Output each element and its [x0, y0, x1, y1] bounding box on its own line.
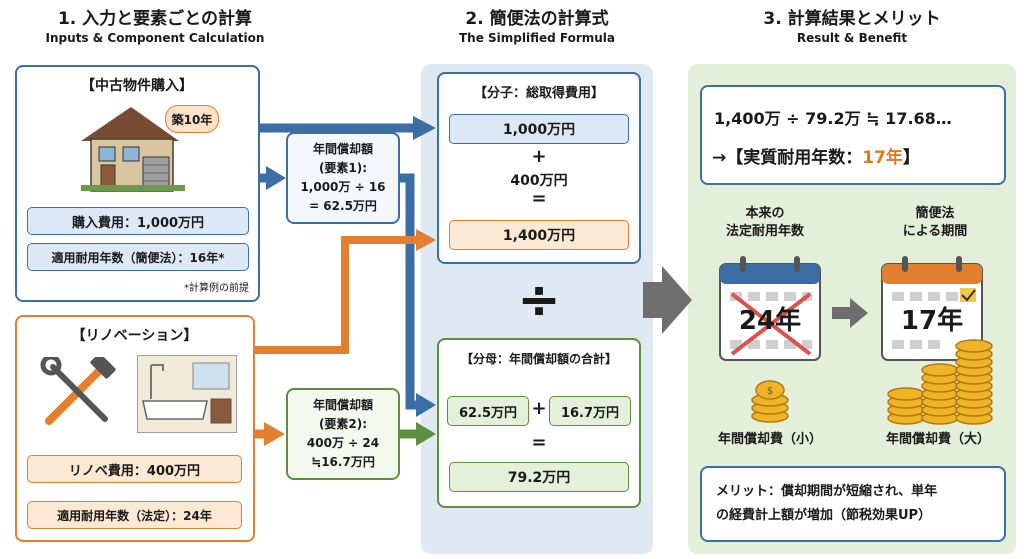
arrow-calc1-to-denominator [400, 173, 418, 410]
result-prefix: →【実質耐用年数： [712, 148, 863, 168]
column3-header: 3. 計算結果とメリット Result & Benefit [700, 8, 1004, 46]
used-property-title: 【中古物件購入】 [81, 78, 193, 94]
denominator-equals: = [531, 432, 547, 453]
coins-small-label: 年間償却費（小） [717, 432, 822, 447]
numerator-plus: + [531, 146, 547, 167]
left-caption-line1: 本来の [745, 206, 785, 221]
column3-title: 3. 計算結果とメリット [763, 9, 941, 29]
result-conclusion: →【実質耐用年数：17年】 [712, 143, 1006, 168]
renovation-cost-label: リノベ費用：400万円 [68, 463, 201, 479]
purchase-cost-label: 購入費用：1,000万円 [71, 215, 205, 231]
renovation-life: 適用耐用年数（法定）：24年 [27, 501, 242, 529]
house-icon [81, 107, 185, 192]
result-formula: 1,400万 ÷ 79.2万 ≒ 17.68… [714, 109, 952, 128]
denominator-card: 【分母：年間償却額の合計】 62.5万円 + 16.7万円 = 79.2万円 [437, 338, 641, 508]
column3-subtitle: Result & Benefit [796, 31, 908, 45]
calendar-simplified-icon [881, 256, 983, 361]
result-value: 17年 [862, 148, 903, 168]
numerator-term-a-label: 1,000万円 [502, 122, 576, 138]
merit-line2: の経費計上額が増加（節税効果UP） [716, 508, 932, 523]
calc2-line3: 400万 ÷ 24 [306, 436, 380, 450]
arrowhead-to-calc1 [266, 166, 286, 190]
denominator-term-a-label: 62.5万円 [458, 405, 518, 421]
calendar-simplified-value: 17年 [900, 305, 964, 336]
calc2-line2: (要素2): [318, 417, 368, 431]
big-transition-arrow [643, 266, 692, 334]
calc1-line2: (要素1): [318, 161, 368, 175]
tools-icon [40, 357, 116, 425]
column1-subtitle: Inputs & Component Calculation [45, 31, 265, 45]
denominator-term-a: 62.5万円 [447, 396, 529, 426]
calc2-box: 年間償却額 (要素2): 400万 ÷ 24 ≒16.7万円 [286, 388, 400, 480]
numerator-equals: = [531, 188, 547, 209]
calc1-box: 年間償却額 (要素1): 1,000万 ÷ 16 = 62.5万円 [286, 132, 400, 224]
arrowhead-calc2-to-denominator [416, 422, 436, 446]
right-caption-line2: による期間 [902, 224, 968, 239]
used-property-card: 【中古物件購入】 築10年 購入費用：1,000万円 適用耐用年数（簡便法）：1… [15, 65, 260, 302]
right-caption: 簡便法 による期間 [870, 205, 1000, 241]
arrowhead-reno-to-numerator [416, 229, 436, 251]
numerator-sum: 1,400万円 [449, 220, 629, 250]
calc2-line4: ≒16.7万円 [311, 455, 375, 469]
calc1-line3: 1,000万 ÷ 16 [300, 180, 386, 194]
column1-title: 1. 入力と要素ごとの計算 [57, 9, 253, 29]
denominator-term-b-label: 16.7万円 [560, 405, 620, 421]
merit-line1: メリット：償却期間が短縮され、単年 [716, 484, 938, 499]
calc1-line4: = 62.5万円 [309, 199, 377, 213]
calc1-line1: 年間償却額 [312, 142, 373, 156]
left-caption-line2: 法定耐用年数 [725, 224, 804, 239]
age-badge-label: 築10年 [171, 112, 213, 127]
assumption-note: *計算例の前提 [184, 283, 249, 294]
renovation-card: 【リノベーション】 リノベ費用：400万円 適用耐用年数（法定）：24年 [15, 315, 255, 542]
column1-header: 1. 入力と要素ごとの計算 Inputs & Component Calcula… [20, 8, 290, 46]
age-badge: 築10年 [165, 105, 219, 133]
numerator-title: 【分子：総取得費用】 [473, 86, 604, 101]
used-life-label: 適用耐用年数（簡便法）：16年* [51, 250, 225, 265]
renovation-cost: リノベ費用：400万円 [27, 455, 242, 483]
divide-sign: ÷ [517, 270, 561, 330]
column2-title: 2. 簡便法の計算式 [465, 9, 609, 29]
renovation-title: 【リノベーション】 [71, 328, 198, 344]
numerator-term-b: 400万円 [510, 173, 568, 189]
purchase-cost: 購入費用：1,000万円 [27, 207, 249, 235]
calendar-legal-icon [719, 256, 821, 361]
coins-large-label: 年間償却費（大） [885, 432, 990, 447]
denominator-sum: 79.2万円 [449, 462, 629, 492]
renovation-life-label: 適用耐用年数（法定）：24年 [57, 508, 212, 523]
denominator-plus: + [531, 398, 547, 419]
right-caption-line1: 簡便法 [915, 206, 955, 221]
coins-small-icon: $ [751, 380, 789, 423]
denominator-term-b: 16.7万円 [549, 396, 631, 426]
calc2-line1: 年間償却額 [312, 398, 373, 412]
arrow-reno-to-numerator [255, 236, 418, 354]
compare-arrow-icon [832, 298, 868, 328]
merit-card: メリット：償却期間が短縮され、単年 の経費計上額が増加（節税効果UP） [700, 466, 1006, 542]
arrowhead-cost-to-numerator [413, 116, 436, 140]
column2-subtitle: The Simplified Formula [458, 31, 616, 45]
result-suffix: 】 [902, 148, 920, 168]
numerator-sum-label: 1,400万円 [502, 228, 576, 244]
arrowhead-to-calc2 [264, 422, 285, 446]
svg-text:$: $ [767, 386, 773, 397]
result-card: 1,400万 ÷ 79.2万 ≒ 17.68… →【実質耐用年数：17年】 [700, 85, 1006, 185]
left-caption: 本来の 法定耐用年数 [700, 205, 830, 241]
denominator-sum-label: 79.2万円 [507, 470, 571, 486]
coins-large-icon [887, 339, 993, 425]
numerator-card: 【分子：総取得費用】 1,000万円 + 400万円 = 1,400万円 [437, 72, 641, 264]
arrowhead-calc1-to-denominator [416, 393, 436, 417]
column2-header: 2. 簡便法の計算式 The Simplified Formula [405, 8, 669, 46]
denominator-title: 【分母：年間償却額の合計】 [460, 352, 617, 366]
numerator-term-a: 1,000万円 [449, 114, 629, 144]
calendar-legal-value: 24年 [738, 305, 802, 336]
bathroom-icon [137, 355, 237, 433]
used-life: 適用耐用年数（簡便法）：16年* [27, 243, 249, 271]
